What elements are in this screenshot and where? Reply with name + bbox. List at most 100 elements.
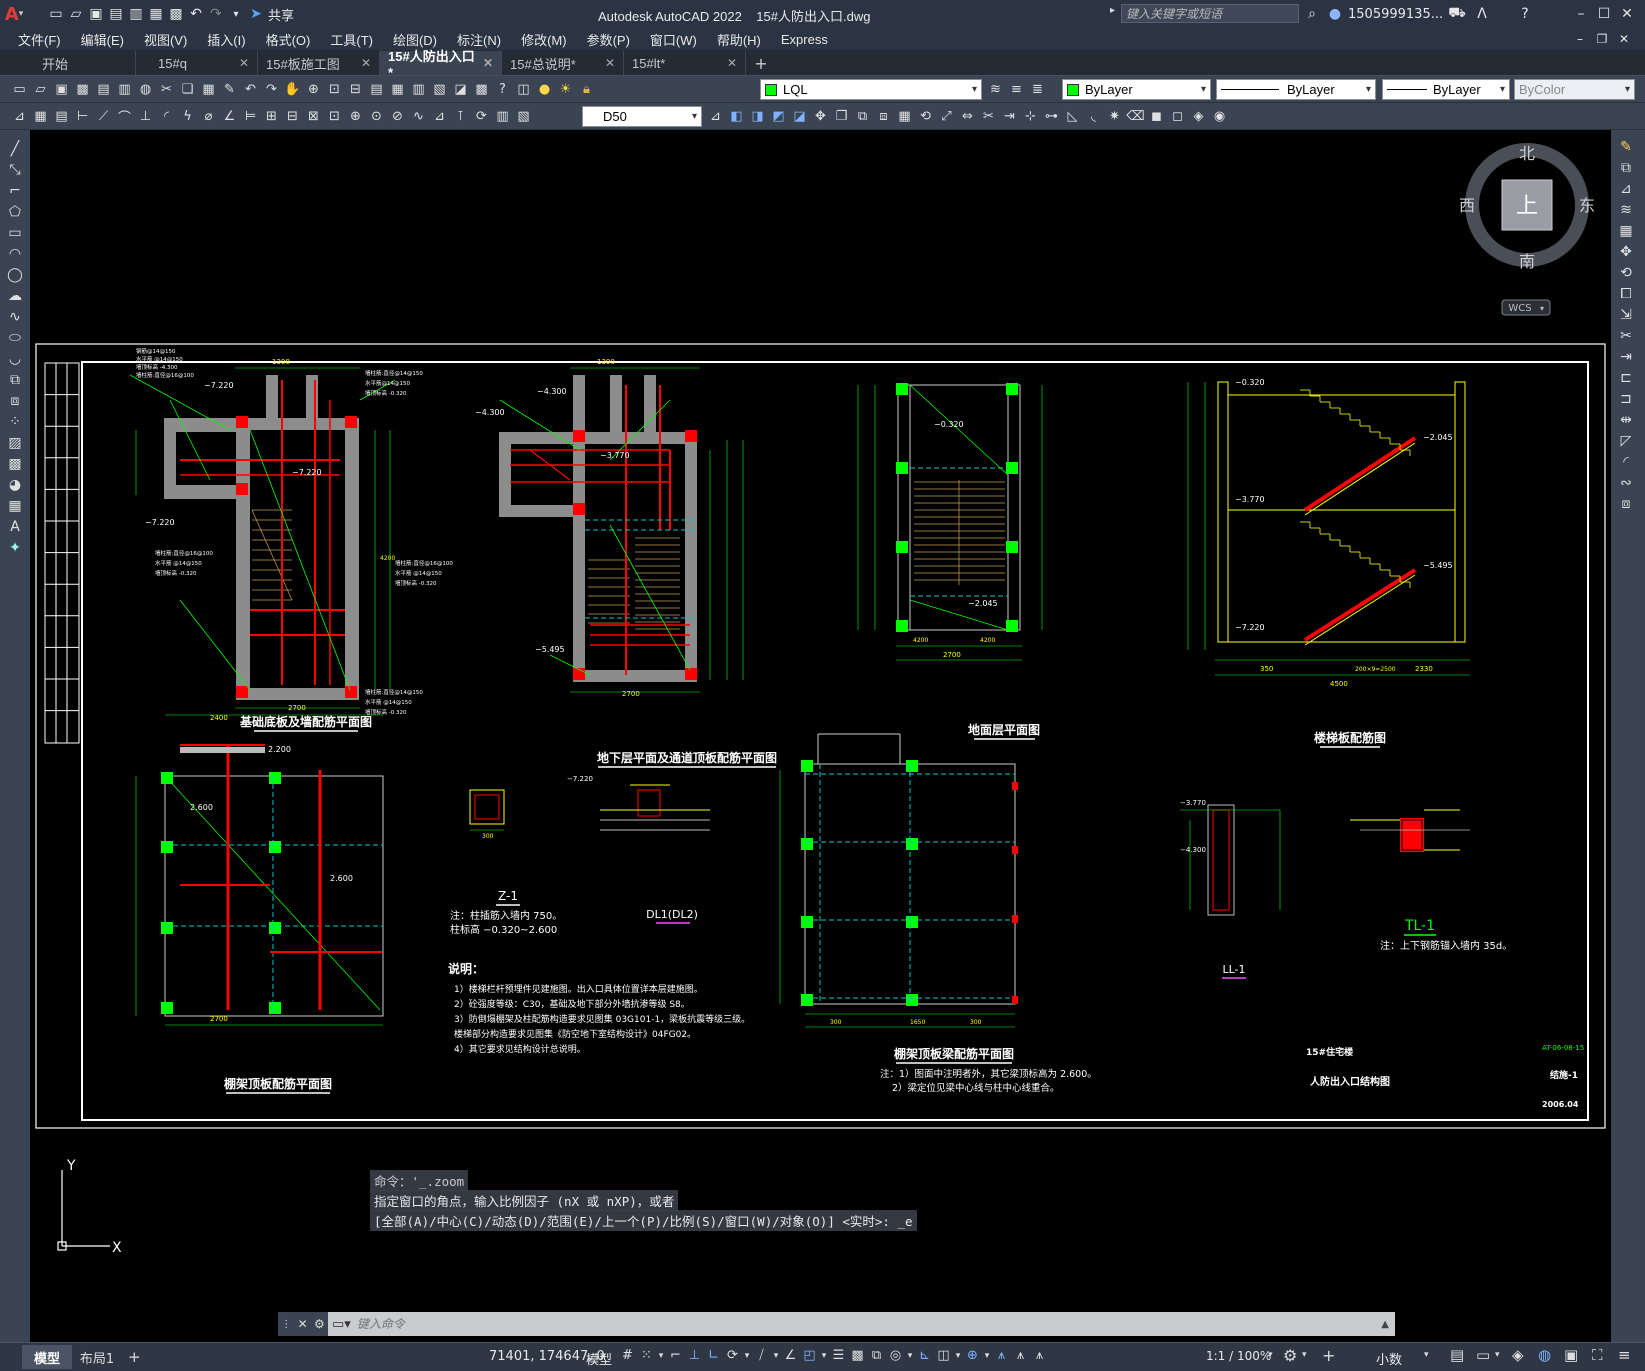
polar-icon[interactable]: ⟳ [727, 1348, 738, 1363]
erase-icon[interactable]: ⌫ [1126, 109, 1145, 124]
dim-break-icon[interactable]: ⊡ [329, 109, 340, 124]
polygon-icon[interactable]: ⬠ [8, 203, 22, 220]
3d-osnap-icon[interactable]: ◎ [889, 1348, 902, 1363]
menu-insert[interactable]: 插入(I) [207, 32, 246, 48]
grid-icon[interactable]: # [622, 1348, 633, 1363]
command-history-toggle-icon[interactable]: ▲ [1381, 1318, 1389, 1330]
menu-format[interactable]: 格式(O) [265, 32, 311, 48]
chamfer-icon[interactable]: ◸ [1620, 432, 1632, 449]
customize-icon[interactable]: ⚙ [314, 1317, 325, 1331]
pan-icon[interactable]: ✋ [284, 82, 301, 97]
explode-icon[interactable]: ✷ [1109, 109, 1120, 124]
diameter-dim-icon[interactable]: ⌀ [204, 109, 213, 124]
ortho-icon[interactable]: ∟ [708, 1348, 719, 1363]
infer-constraints-icon[interactable]: ⌐ [670, 1348, 681, 1363]
break-icon[interactable]: ⊹ [1025, 109, 1036, 124]
cut-icon[interactable]: ✂ [161, 82, 172, 97]
auto-scale-icon[interactable]: ⩚ [1016, 1348, 1025, 1363]
isodraft-dropdown-icon[interactable]: ▾ [773, 1350, 779, 1361]
tab-15-lt[interactable]: 15#lt*✕ [624, 51, 746, 75]
undo-icon[interactable]: ↶ [190, 6, 202, 22]
object-snap-icon[interactable]: ◰ [803, 1348, 816, 1363]
scale-dropdown-icon[interactable]: ▾ [1268, 1350, 1273, 1360]
menu-file[interactable]: 文件(F) [18, 32, 61, 48]
viewcube-top[interactable]: 上 [1516, 194, 1538, 219]
ucs-world-icon[interactable]: ▦ [34, 109, 47, 124]
arc-icon[interactable]: ◠ [8, 245, 22, 262]
mirror-icon[interactable]: ⧉ [857, 109, 868, 124]
scale-icon[interactable]: ⧠ [1620, 285, 1632, 302]
layer-dropdown[interactable]: LQL ▾ [760, 79, 982, 100]
snap-icon[interactable]: ⁙ [641, 1348, 652, 1363]
wcs-chevron-icon[interactable]: ▾ [1540, 304, 1544, 313]
render-icon[interactable]: ◉ [1213, 109, 1226, 124]
share-icon[interactable]: ➤ [250, 6, 262, 22]
workspace-icon[interactable]: ⚙ [1283, 1346, 1298, 1365]
stretch-icon[interactable]: ⇔ [962, 109, 973, 124]
redo-icon[interactable]: ↷ [210, 6, 222, 22]
ucs-icon[interactable]: ⊿ [14, 109, 25, 124]
tab-15q[interactable]: 15#q✕ [136, 51, 258, 75]
copy-obj-icon[interactable]: ❐ [835, 109, 848, 124]
selection-cycling-icon[interactable]: ⧉ [871, 1348, 882, 1363]
fillet-icon[interactable]: ◟ [1090, 109, 1097, 124]
view-back-icon[interactable]: ◨ [751, 109, 764, 124]
array-icon[interactable]: ▦ [898, 109, 911, 124]
annotation-monitor-icon[interactable]: + [1322, 1346, 1336, 1365]
annotation-scale[interactable]: 1:1 / 100% [1206, 1349, 1272, 1363]
extend-icon[interactable]: ⇥ [1004, 109, 1015, 124]
aligned-dim-icon[interactable]: ⟋ [98, 109, 109, 124]
tab-start[interactable]: 开始 [14, 51, 136, 75]
units-label[interactable]: 小数 [1376, 1353, 1403, 1368]
gradient-icon[interactable]: ▩ [8, 455, 22, 472]
app-logo-icon[interactable]: A▾ [4, 3, 24, 25]
linetype-dropdown[interactable]: ByLayer ▾ [1216, 79, 1376, 100]
selection-filter-icon[interactable]: ◫ [937, 1348, 950, 1363]
erase-icon[interactable]: ✎ [1620, 138, 1632, 155]
arc-length-icon[interactable]: ⌒ [117, 111, 131, 126]
tab-close-icon[interactable]: ✕ [360, 56, 371, 70]
extend-icon[interactable]: ⇥ [1620, 348, 1632, 365]
doc-minimize-icon[interactable]: – [1577, 32, 1583, 46]
menu-draw[interactable]: 绘图(D) [392, 32, 438, 48]
layer-lock-icon[interactable]: 🔒︎ [583, 82, 590, 97]
zoom-previous-icon[interactable]: ⊟ [350, 82, 361, 97]
view-right-icon[interactable]: ◪ [793, 109, 806, 124]
ucs-prev-icon[interactable]: ▤ [55, 109, 68, 124]
menu-tools[interactable]: 工具(T) [330, 32, 373, 48]
save-as-icon[interactable]: ▤ [109, 6, 123, 22]
dynamic-input-icon[interactable]: ⊥ [688, 1348, 701, 1363]
shaded-icon[interactable]: ◼ [1151, 109, 1162, 124]
viewcube-south[interactable]: 南 [1519, 252, 1535, 271]
wcs-label[interactable]: WCS [1508, 303, 1531, 314]
workspace-dropdown-icon[interactable]: ▾ [1302, 1350, 1307, 1360]
dim-text-edit-icon[interactable]: ⊺ [457, 109, 464, 124]
quick-dim-icon[interactable]: ⊨ [244, 109, 257, 124]
inspect-icon[interactable]: ⊘ [392, 109, 403, 124]
rotate-icon[interactable]: ⟲ [1620, 264, 1632, 281]
trim-icon[interactable]: ✂ [1620, 327, 1632, 344]
print-icon[interactable]: ▩ [169, 6, 183, 22]
qnew-icon[interactable]: ▭ [13, 82, 26, 97]
object-snap-tracking-icon[interactable]: ∠ [784, 1348, 797, 1363]
dim-style-manager-icon[interactable]: ⊿ [710, 109, 721, 124]
new-file-icon[interactable]: ▭ [49, 6, 63, 22]
lineweight-dropdown[interactable]: ByLayer ▾ [1382, 79, 1510, 100]
isodraft-icon[interactable]: ⧸ [759, 1348, 764, 1363]
doc-close-icon[interactable]: ✕ [1618, 32, 1630, 46]
continue-dim-icon[interactable]: ⊟ [287, 109, 298, 124]
plot-preview-icon[interactable]: ▤ [97, 82, 110, 97]
customize-status-icon[interactable]: ≡ [1618, 1346, 1631, 1364]
dimstyle-dropdown[interactable]: D50 ▾ [582, 106, 702, 127]
offset-icon[interactable]: ⧈ [879, 109, 888, 124]
help-icon[interactable]: ? [499, 82, 506, 97]
tolerance-icon[interactable]: ⊕ [350, 109, 361, 124]
menu-express[interactable]: Express [780, 31, 828, 47]
properties-icon[interactable]: ▤ [370, 82, 383, 97]
tab-close-icon[interactable]: ✕ [604, 56, 615, 70]
plotstyle-dropdown[interactable]: ByColor ▾ [1514, 79, 1635, 100]
layer-freeze-icon[interactable]: ☀ [559, 82, 572, 97]
units-dropdown-icon[interactable]: ▾ [1424, 1350, 1429, 1360]
calculator-icon[interactable]: ▩ [475, 82, 488, 97]
cart-icon[interactable]: ⛟ [1448, 5, 1466, 21]
